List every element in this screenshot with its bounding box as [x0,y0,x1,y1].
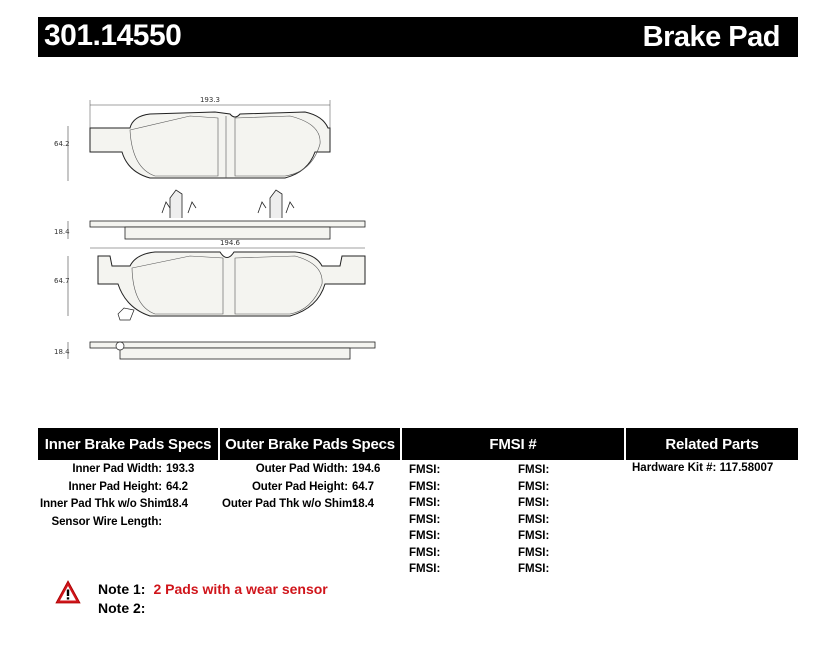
spec-value: 18.4 [166,498,188,510]
inner-specs-header: Inner Brake Pads Specs [38,428,218,460]
note-row: Note 2: [98,599,328,618]
spec-label: Inner Pad Height: [68,480,162,493]
fmsi-item: FMSI: [409,480,441,493]
fmsi-item: FMSI: [518,563,550,575]
note-label: Note 2: [98,600,146,616]
inner-pad-outline [89,111,331,179]
fmsi-item: FMSI: [409,464,441,476]
spec-row: Inner Pad Height: 64.2 [40,479,194,497]
outer-width-label: 194.6 [220,239,241,247]
spec-row: Inner Pad Width: 193.3 [40,461,194,479]
inner-height-label: 64.2 [54,140,70,148]
inner-pad-side-view: 18.4 [54,189,366,240]
inner-width-dimension: 193.3 [89,96,331,128]
spec-label: Inner Pad Width: [72,463,162,475]
spec-value: 64.2 [166,480,188,493]
note-text: 2 Pads with a wear sensor [153,581,328,597]
spec-label: Outer Pad Height: [251,480,348,493]
outer-specs-header: Outer Brake Pads Specs [220,428,400,460]
outer-height-label: 64.7 [54,277,70,285]
outer-pad-side-view: 18.4 [54,341,376,360]
fmsi-item: FMSI: [518,464,550,476]
fmsi-item: FMSI: [409,497,441,509]
inner-height-dimension: 64.2 [54,126,70,181]
spec-value: 18.4 [352,498,374,510]
notes-section: Note 1: 2 Pads with a wear sensor Note 2… [98,580,328,618]
outer-pad-outline [97,251,366,321]
note-text [145,599,153,618]
fmsi-item: FMSI: [518,480,550,493]
fmsi-item: FMSI: [518,546,550,559]
outer-height-dimension: 64.7 [54,256,70,316]
related-parts-header: Related Parts [626,428,798,460]
fmsi-item: FMSI: [518,513,550,526]
fmsi-left-column: FMSI: FMSI: FMSI: FMSI: FMSI: FMSI: FMSI… [409,462,440,578]
inner-thk-label: 18.4 [54,228,70,236]
hardware-kit-label: Hardware Kit #: [632,462,717,474]
note-row: Note 1: 2 Pads with a wear sensor [98,580,328,599]
spec-row: Outer Pad Height: 64.7 [222,479,380,497]
spec-label: Inner Pad Thk w/o Shim: [40,498,172,510]
spec-row: Outer Pad Thk w/o Shim:18.4 [222,496,380,514]
fmsi-item: FMSI: [409,563,441,575]
note-label: Note 1: [98,581,146,597]
fmsi-right-column: FMSI: FMSI: FMSI: FMSI: FMSI: FMSI: FMSI… [518,462,549,578]
inner-specs-table: Inner Pad Width: 193.3 Inner Pad Height: 6… [40,461,194,531]
spec-row: Inner Pad Thk w/o Shim:18.4 [40,496,194,514]
spec-value: 194.6 [352,463,381,475]
spec-row: Outer Pad Width: 194.6 [222,461,381,479]
header-bar: 301.14550 Brake Pad [38,17,798,57]
warning-triangle-icon [55,580,81,604]
spec-label: Outer Pad Width: [255,463,348,475]
spec-label: Sensor Wire Length: [51,515,163,528]
spec-value [162,514,166,532]
spec-value: 64.7 [352,480,374,493]
spec-label: Outer Pad Thk w/o Shim: [222,498,356,510]
fmsi-item: FMSI: [518,497,550,509]
spec-value: 193.3 [166,463,195,475]
fmsi-header: FMSI # [402,428,624,460]
inner-width-label: 193.3 [200,96,220,104]
fmsi-item: FMSI: [409,530,441,542]
outer-width-dimension: 194.6 [90,239,365,249]
outer-thk-label: 18.4 [54,348,70,356]
fmsi-item: FMSI: [518,530,550,542]
related-parts-row: Hardware Kit #: 117.58007 [632,462,773,474]
outer-specs-table: Outer Pad Width: 194.6 Outer Pad Height: 6… [222,461,380,514]
product-type: Brake Pad [642,21,781,53]
spec-row: Sensor Wire Length: [40,514,194,532]
fmsi-item: FMSI: [409,546,441,559]
part-number: 301.14550 [44,19,182,52]
hardware-kit-value: 117.58007 [719,462,774,474]
fmsi-item: FMSI: [409,513,441,526]
brake-pad-drawing: 193.3 64.2 18.4 194 [54,96,376,360]
